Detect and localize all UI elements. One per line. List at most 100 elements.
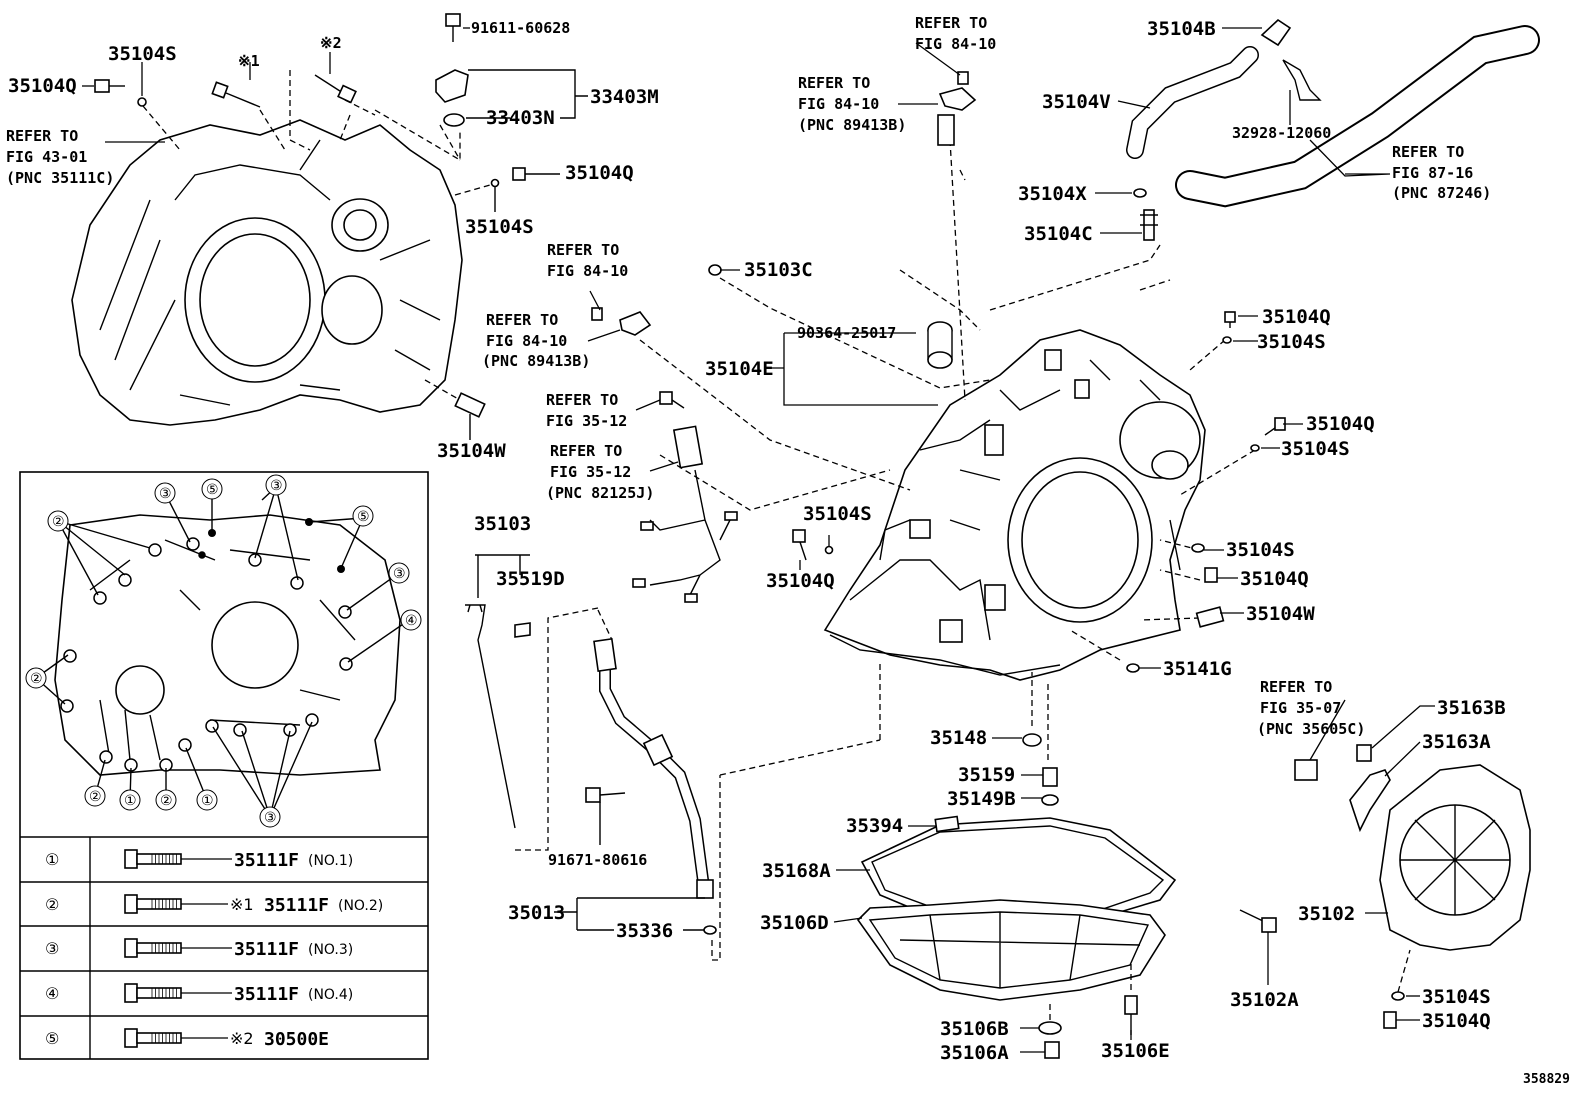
label-35102A: 35102A (1230, 989, 1299, 1011)
bolt-table-part: 30500E (264, 1029, 329, 1050)
bolt-table-part: 35111F (234, 984, 299, 1005)
bolt-table-mark: ※1 (230, 895, 254, 914)
label-35104Q-b: 35104Q (565, 162, 634, 184)
bolt-icon (124, 938, 138, 958)
label-35104X: 35104X (1018, 183, 1087, 205)
speed-sensor-top (937, 71, 977, 146)
refer-to-8410-d: REFER TO (486, 311, 558, 329)
refer-to-8410-c: REFER TO (547, 241, 619, 259)
bolt-91611 (445, 13, 461, 42)
transaxle-case (823, 329, 1206, 681)
plug-35159 (1042, 767, 1058, 787)
fig-4301: FIG 43-01 (6, 148, 87, 166)
label-35104W-a: 35104W (437, 440, 506, 462)
bolt-35104Q-c (1224, 311, 1236, 328)
refer-to-3512-a: REFER TO (546, 391, 618, 409)
bolt-table-number: ③ (45, 939, 59, 958)
pin-35104W-b (1195, 606, 1225, 628)
label-35141G: 35141G (1163, 658, 1232, 680)
label-35104Q-g: 35104Q (1422, 1010, 1491, 1032)
magnet-35394 (934, 815, 960, 833)
label-32928: 32928-12060 (1232, 124, 1331, 142)
hose-fig8716 (1175, 25, 1540, 208)
bolt-mark1 (211, 81, 261, 108)
bolt-35106E (1124, 995, 1138, 1035)
oring-35104S-g (1391, 991, 1405, 1001)
bolt-table-number: ④ (45, 984, 59, 1003)
oring-35104S-e (1191, 543, 1205, 553)
bolt-table-note: (NO.4) (308, 987, 353, 1003)
label-35163B: 35163B (1437, 697, 1506, 719)
label-35104W-b: 35104W (1246, 603, 1315, 625)
refer-to-3512-b: REFER TO (550, 442, 622, 460)
fig-8410-b: FIG 84-10 (798, 95, 879, 113)
refer-to-4301: REFER TO (6, 127, 78, 145)
bolt-table-part: 35111F (264, 895, 329, 916)
pnc-89413b-a: (PNC 89413B) (798, 116, 906, 134)
label-35106A: 35106A (940, 1042, 1009, 1064)
svg-text:③: ③ (264, 810, 277, 826)
label-35104S-g: 35104S (1422, 986, 1491, 1008)
label-mark1: ※1 (238, 52, 260, 70)
label-35104S-c: 35104S (1257, 331, 1326, 353)
label-35104S-b: 35104S (465, 216, 534, 238)
pin-35104W-a (454, 392, 486, 418)
label-35149B: 35149B (947, 788, 1016, 810)
pnc-35111c: (PNC 35111C) (6, 169, 114, 187)
label-35013: 35013 (508, 902, 565, 924)
svg-text:①: ① (201, 793, 214, 809)
plug-35104Q-e (1204, 567, 1218, 583)
label-35106B: 35106B (940, 1018, 1009, 1040)
bolt-91671 (585, 787, 626, 803)
bolt-table-row: ④ 35111F (NO.4) (45, 983, 353, 1005)
svg-text:④: ④ (405, 613, 418, 629)
fig-3512-b: FIG 35-12 (550, 463, 631, 481)
label-35102: 35102 (1298, 903, 1355, 925)
bolt-table-number: ② (45, 895, 59, 914)
bolt-35104Q-a (94, 79, 125, 93)
label-mark2: ※2 (320, 34, 342, 52)
oring-35103C (708, 264, 722, 276)
bolt-table-note: (NO.1) (308, 853, 353, 869)
plug-fig3507 (1294, 759, 1318, 781)
fig-8410-d: FIG 84-10 (486, 332, 567, 350)
gasket-35106B (1038, 1021, 1062, 1035)
sensor-33403M (435, 69, 469, 103)
label-35104Q-e: 35104Q (1240, 568, 1309, 590)
label-35104B: 35104B (1147, 18, 1216, 40)
speed-sensor-mid (591, 307, 652, 336)
oring-33403N (443, 113, 465, 127)
washer-35104S-b (490, 178, 500, 188)
washer-35104S-f (824, 545, 834, 555)
svg-text:⑤: ⑤ (357, 509, 370, 525)
hose-35104V (1126, 46, 1259, 159)
dipstick-35103 (465, 604, 516, 829)
pnc-87246: (PNC 87246) (1392, 184, 1491, 202)
inset-callouts: ② ③ ⑤ ③ ⑤ ③ ④ ② ② ① ② ① ③ (25, 474, 422, 828)
bolt-table-number: ⑤ (45, 1029, 59, 1048)
bolt-table-part: 35111F (234, 939, 299, 960)
washer-35104S-c (1222, 336, 1232, 344)
oring-35336 (703, 925, 717, 935)
bolt-table (20, 836, 428, 1059)
pnc-89413b-b: (PNC 89413B) (482, 352, 590, 370)
bolt-icon (124, 894, 138, 914)
label-35519D: 35519D (496, 568, 565, 590)
fig-8716: FIG 87-16 (1392, 164, 1473, 182)
refer-to-8716: REFER TO (1392, 143, 1464, 161)
clamp-32928 (1282, 59, 1322, 101)
label-35104S-e: 35104S (1226, 539, 1295, 561)
label-91671: 91671-80616 (548, 851, 647, 869)
label-35104C: 35104C (1024, 223, 1093, 245)
washer-35104S-a (137, 97, 147, 107)
bolt-fig3512 (659, 391, 685, 409)
bolt-35102A (1239, 909, 1277, 933)
bolt-table-number: ① (45, 850, 59, 869)
label-35163A: 35163A (1422, 731, 1491, 753)
gasket-35163A (1349, 769, 1391, 833)
svg-text:③: ③ (159, 486, 172, 502)
